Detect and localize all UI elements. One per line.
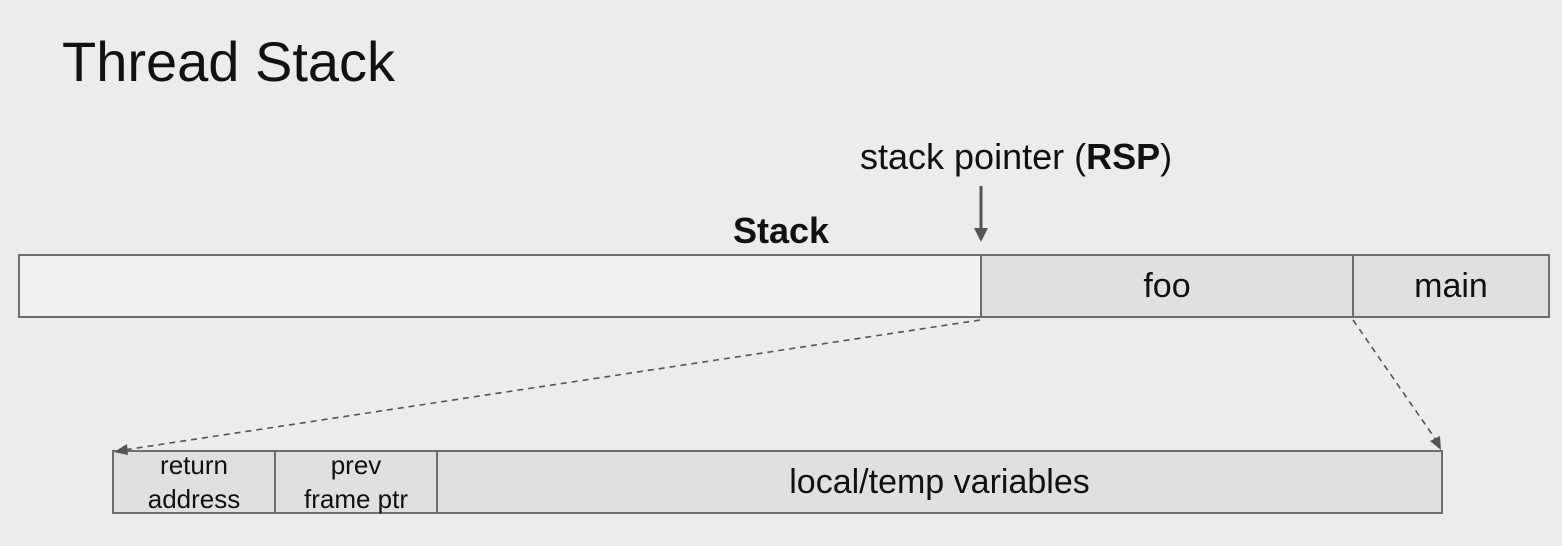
- frame-segment-return-line1: return: [160, 450, 228, 480]
- frame-expansion-left-connector: [114, 319, 981, 455]
- arrowhead-icon: [114, 444, 128, 455]
- foo-frame-detail-bar: return address prev frame ptr local/temp…: [112, 450, 1443, 514]
- stack-segment-main: main: [1352, 256, 1548, 316]
- frame-expansion-right-connector: [1352, 319, 1441, 450]
- stack-pointer-label: stack pointer (RSP): [860, 136, 1172, 178]
- stack-pointer-label-prefix: stack pointer (: [860, 136, 1087, 177]
- stack-segment-free: [20, 256, 980, 316]
- frame-segment-prev-line1: prev: [330, 450, 382, 480]
- stack-label: Stack: [733, 210, 830, 251]
- frame-segment-local-variables: local/temp variables: [789, 462, 1090, 501]
- stack-pointer-arrow: [974, 186, 988, 242]
- frame-segment-return-address: return address: [114, 450, 276, 514]
- arrowhead-icon: [1430, 436, 1441, 450]
- arrowhead-down-icon: [974, 228, 988, 242]
- slide-title: Thread Stack: [62, 30, 396, 93]
- frame-segment-prev-line2: frame ptr: [303, 484, 409, 514]
- stack-segment-foo: foo: [980, 256, 1352, 316]
- stack-bar: foo main: [18, 254, 1550, 318]
- frame-segment-return-line2: address: [147, 484, 241, 514]
- stack-pointer-label-suffix: ): [1160, 136, 1173, 177]
- frame-segment-prev-frame-ptr: prev frame ptr: [276, 450, 438, 514]
- stack-pointer-label-register: RSP: [1086, 136, 1161, 177]
